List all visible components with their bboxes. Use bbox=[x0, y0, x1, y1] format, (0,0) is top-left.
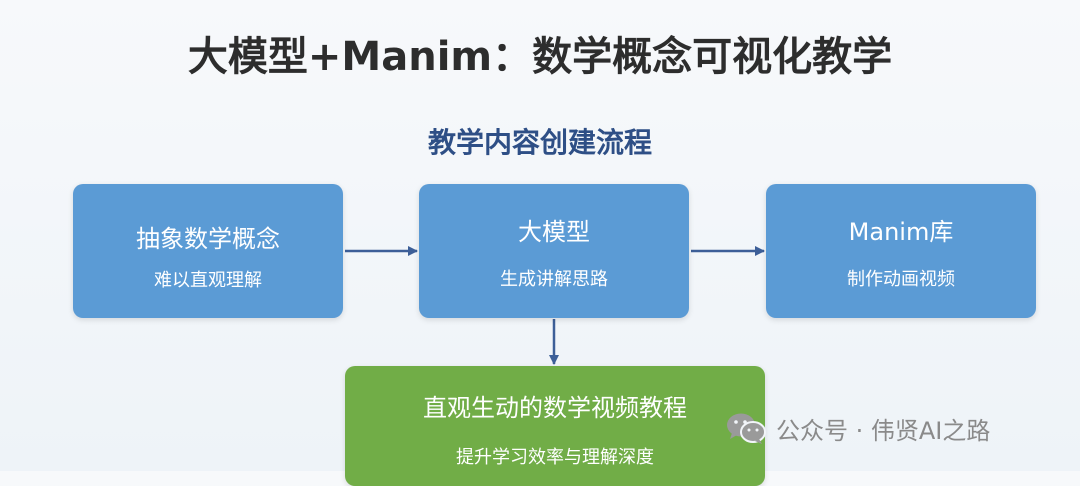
page-title: 大模型+Manim：数学概念可视化教学 bbox=[187, 34, 893, 80]
node-description: 制作动画视频 bbox=[847, 269, 955, 290]
watermark-text: 公众号 · 伟贤AI之路 bbox=[776, 416, 991, 445]
node-manim-library: Manim库 制作动画视频 bbox=[766, 184, 1036, 318]
node-description: 难以直观理解 bbox=[154, 270, 262, 291]
node-title: 直观生动的数学视频教程 bbox=[423, 394, 687, 422]
watermark: 公众号 · 伟贤AI之路 bbox=[726, 408, 990, 448]
node-title: 大模型 bbox=[518, 218, 590, 246]
node-description: 生成讲解思路 bbox=[500, 269, 608, 290]
wechat-icon bbox=[727, 413, 766, 444]
node-large-model: 大模型 生成讲解思路 bbox=[419, 184, 689, 318]
node-description: 提升学习效率与理解深度 bbox=[456, 447, 654, 468]
flow-arrows bbox=[345, 246, 765, 365]
node-title: 抽象数学概念 bbox=[136, 225, 280, 253]
diagram-subtitle: 教学内容创建流程 bbox=[427, 126, 652, 159]
node-title: Manim库 bbox=[848, 218, 954, 246]
node-video-tutorial: 直观生动的数学视频教程 提升学习效率与理解深度 bbox=[345, 366, 765, 486]
node-abstract-concept: 抽象数学概念 难以直观理解 bbox=[73, 184, 343, 318]
